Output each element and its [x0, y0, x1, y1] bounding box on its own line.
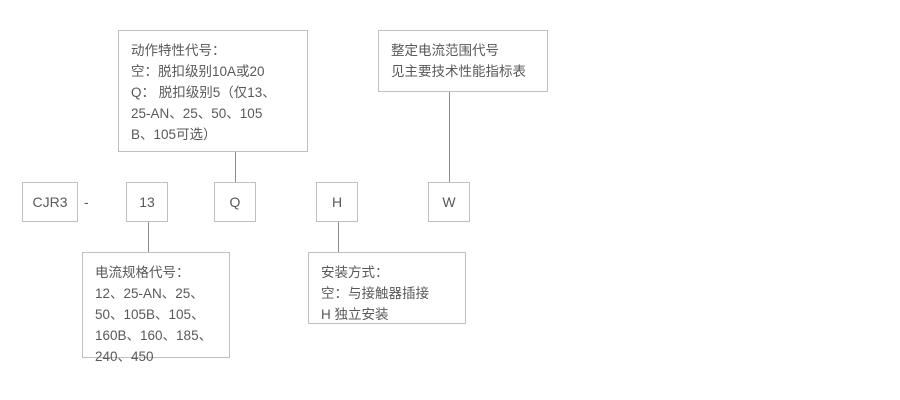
connector-mounting-method [338, 222, 339, 252]
mounting-method-note: 安装方式： 空：与接触器插接 H 独立安装 [308, 252, 466, 324]
connector-setting-current-range [449, 92, 450, 182]
action-characteristic-note: 动作特性代号： 空：脱扣级别10A或20 Q： 脱扣级别5（仅13、 25-AN… [118, 30, 308, 152]
code-separator: - [84, 194, 89, 210]
code-box-mounting-method: H [316, 182, 358, 222]
connector-current-rating [148, 222, 149, 252]
code-box-current-rating: 13 [126, 182, 168, 222]
code-box-action-characteristic: Q [214, 182, 256, 222]
setting-current-range-note: 整定电流范围代号 见主要技术性能指标表 [378, 30, 548, 92]
code-box-series: CJR3 [22, 182, 78, 222]
connector-action-characteristic [235, 152, 236, 182]
code-box-setting-current-range: W [428, 182, 470, 222]
current-rating-note: 电流规格代号： 12、25-AN、25、 50、105B、105、 160B、1… [82, 252, 230, 364]
